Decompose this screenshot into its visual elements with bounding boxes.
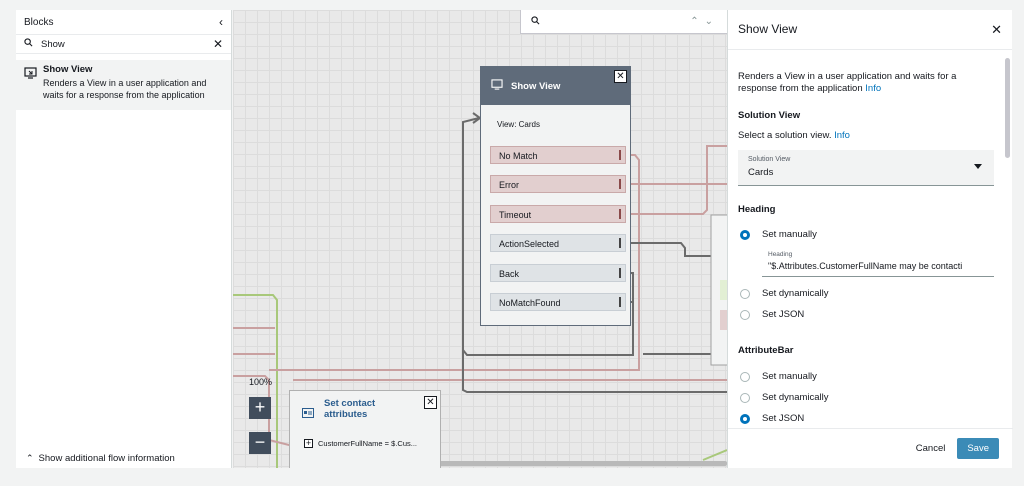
attributebar-set-json-radio[interactable]: Set JSON — [738, 408, 994, 429]
show-view-block-title: Show View — [511, 80, 561, 92]
config-title: Show View — [738, 22, 798, 36]
heading-field-label: Heading — [768, 251, 793, 258]
block-search[interactable]: Show ✕ — [16, 34, 231, 54]
show-flow-info-toggle[interactable]: ⌃ Show additional flow information — [26, 453, 175, 464]
branch-timeout[interactable]: Timeout — [490, 205, 626, 223]
zoom-out-button[interactable]: − — [249, 432, 271, 454]
view-block-icon — [24, 66, 37, 102]
flow-canvas[interactable]: ⌃⌄ Show View ✕ View: Cards No Match Erro… — [233, 10, 727, 468]
show-view-block-header[interactable]: Show View — [481, 67, 630, 105]
heading-field-value[interactable]: "$.Attributes.CustomerFullName may be co… — [768, 261, 963, 271]
plus-icon[interactable]: + — [304, 438, 313, 448]
save-button[interactable]: Save — [957, 438, 999, 459]
search-input[interactable]: Show — [41, 38, 65, 50]
radio-unselected-icon — [740, 309, 750, 320]
branch-no-match-found[interactable]: NoMatchFound — [490, 293, 626, 311]
radio-unselected-icon — [740, 371, 750, 382]
solution-info-link[interactable]: Info — [834, 130, 850, 141]
view-block-icon — [491, 79, 503, 93]
solution-view-prompt: Select a solution view. — [738, 130, 832, 141]
view-label: View: Cards — [497, 120, 540, 129]
config-scrollbar[interactable] — [1005, 58, 1010, 158]
select-label: Solution View — [748, 156, 791, 163]
attributebar-section-title: AttributeBar — [738, 345, 794, 356]
contact-block-icon — [302, 405, 314, 423]
blocks-title: Blocks — [24, 16, 54, 28]
branch-action-selected[interactable]: ActionSelected — [490, 234, 626, 252]
search-icon — [24, 38, 33, 50]
contact-block-title-1: Set contact — [324, 398, 376, 409]
config-header: Show View ✕ — [728, 10, 1012, 50]
zoom-level: 100% — [249, 377, 273, 387]
solution-view-heading: Solution View — [738, 110, 801, 121]
chevron-up-icon: ⌃ — [26, 453, 34, 463]
heading-section-title: Heading — [738, 204, 776, 215]
heading-field[interactable]: Heading "$.Attributes.CustomerFullName m… — [762, 247, 994, 277]
heading-set-dynamically-radio[interactable]: Set dynamically — [738, 283, 994, 304]
contact-block-header[interactable]: Set contact attributes — [290, 391, 440, 431]
find-nav-arrows-icon[interactable]: ⌃⌄ — [690, 16, 719, 27]
attributebar-set-dynamically-radio[interactable]: Set dynamically — [738, 387, 994, 408]
info-link[interactable]: Info — [865, 83, 882, 94]
block-result-show-view[interactable]: Show View Renders a View in a user appli… — [16, 60, 231, 110]
blocks-panel: Blocks ‹ Show ✕ Show View Renders a View… — [16, 10, 232, 468]
radio-selected-icon — [740, 229, 750, 240]
cancel-button[interactable]: Cancel — [915, 443, 946, 454]
close-icon[interactable]: ✕ — [424, 396, 437, 409]
radio-unselected-icon — [740, 392, 750, 403]
connection-wires — [233, 112, 727, 468]
solution-view-select[interactable]: Solution View Cards — [738, 150, 994, 186]
branch-back[interactable]: Back — [490, 264, 626, 282]
contact-block-title-2: attributes — [324, 409, 368, 420]
heading-set-json-radio[interactable]: Set JSON — [738, 304, 994, 325]
set-contact-attributes-block[interactable]: Set contact attributes ✕ + CustomerFullN… — [289, 390, 441, 468]
find-search-icon — [531, 16, 540, 27]
result-description: Renders a View in a user application and… — [43, 78, 207, 100]
zoom-in-button[interactable]: + — [249, 397, 271, 419]
config-body: Renders a View in a user application and… — [728, 51, 1004, 433]
close-icon[interactable]: ✕ — [614, 70, 627, 83]
radio-unselected-icon — [740, 288, 750, 299]
caret-down-icon — [974, 164, 982, 169]
config-footer: Cancel Save — [728, 428, 1013, 468]
contact-block-row[interactable]: + CustomerFullName = $.Cus... — [304, 438, 417, 448]
select-value: Cards — [748, 167, 774, 178]
show-flow-info-label: Show additional flow information — [38, 453, 175, 464]
attributebar-set-manually-radio[interactable]: Set manually — [738, 366, 994, 387]
config-description: Renders a View in a user application and… — [738, 71, 957, 94]
block-config-panel: Show View ✕ Renders a View in a user app… — [727, 10, 1013, 468]
blocks-header: Blocks ‹ — [16, 10, 231, 34]
show-view-block[interactable]: Show View ✕ View: Cards No Match Error T… — [480, 66, 631, 326]
collapse-panel-icon[interactable]: ‹ — [219, 15, 223, 29]
branch-no-match[interactable]: No Match — [490, 146, 626, 164]
clear-search-icon[interactable]: ✕ — [212, 37, 223, 51]
radio-selected-icon — [740, 413, 750, 424]
close-icon[interactable]: ✕ — [991, 22, 1002, 37]
config-description-para: Renders a View in a user application and… — [738, 71, 994, 95]
canvas-find-bar[interactable]: ⌃⌄ — [520, 10, 727, 34]
result-title: Show View — [43, 64, 93, 75]
branch-error[interactable]: Error — [490, 175, 626, 193]
solution-view-prompt-para: Select a solution view. Info — [738, 130, 994, 142]
heading-set-manually-radio[interactable]: Set manually — [738, 224, 994, 245]
